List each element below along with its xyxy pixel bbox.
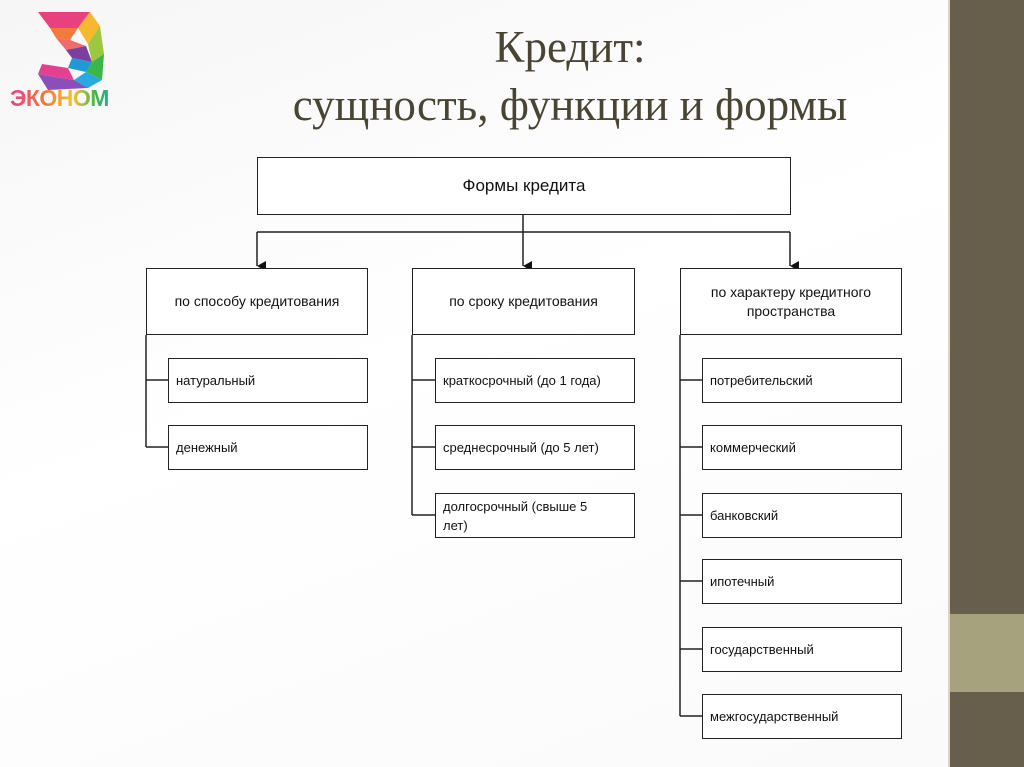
decorative-sidebar-accent	[950, 614, 1024, 692]
category-space: по характеру кредитного пространства	[680, 268, 902, 335]
leaf-natural: натуральный	[168, 358, 368, 403]
title-line-1: Кредит:	[494, 22, 646, 72]
leaf-commercial: коммерческий	[702, 425, 902, 470]
category-term: по сроку кредитования	[412, 268, 635, 335]
leaf-medium-term: среднесрочный (до 5 лет)	[435, 425, 635, 470]
leaf-mortgage: ипотечный	[702, 559, 902, 604]
logo-text: ЭКОНОМ	[10, 84, 125, 112]
sidebar-divider	[948, 0, 950, 767]
leaf-interstate: межгосударственный	[702, 694, 902, 739]
econom-logo-icon	[38, 12, 104, 90]
leaf-short-term: краткосрочный (до 1 года)	[435, 358, 635, 403]
title-line-2: сущность, функции и формы	[292, 80, 848, 130]
leaf-monetary: денежный	[168, 425, 368, 470]
leaf-long-term: долгосрочный (свыше 5 лет)	[435, 493, 635, 538]
leaf-state: государственный	[702, 627, 902, 672]
leaf-bank: банковский	[702, 493, 902, 538]
slide-title: Кредит: сущность, функции и формы	[220, 18, 920, 134]
root-node: Формы кредита	[257, 157, 791, 215]
leaf-consumer: потребительский	[702, 358, 902, 403]
category-method: по способу кредитования	[146, 268, 368, 335]
